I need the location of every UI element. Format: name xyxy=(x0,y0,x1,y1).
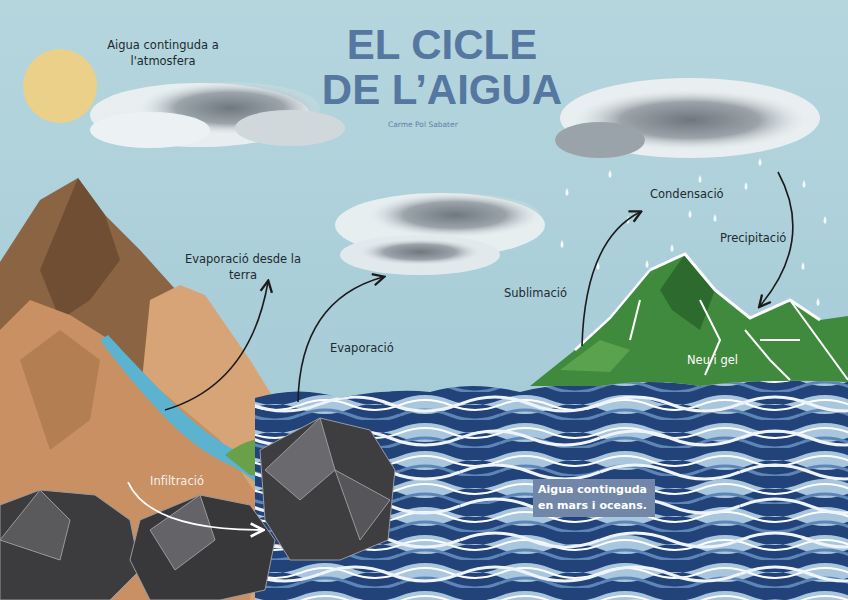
infiltration-arrow xyxy=(128,482,262,530)
brown-mountain xyxy=(0,178,300,600)
box-text: Aigua continguda en mars i oceans. xyxy=(538,482,650,514)
green-mountain xyxy=(530,254,848,386)
process-label: Evaporació xyxy=(330,341,394,357)
rocks xyxy=(0,418,395,600)
cycle-arrows xyxy=(165,172,793,410)
sea-label-box: Aigua continguda en mars i oceans. xyxy=(533,479,655,517)
region-label: Neu i gel xyxy=(687,353,738,369)
author-credit: Carme Pol Sabater xyxy=(388,120,458,130)
sea xyxy=(255,381,848,600)
atmosphere-label: Aigua continguda a l'atmosfera xyxy=(92,38,234,69)
process-label: Precipitació xyxy=(720,231,786,247)
process-label: Evaporació desde la terra xyxy=(180,252,306,283)
process-label: Sublimació xyxy=(504,286,567,302)
diagram-title: EL CICLE DE L’AIGUA xyxy=(316,22,568,113)
process-label: Infiltració xyxy=(150,474,204,490)
process-label: Condensació xyxy=(650,187,724,203)
sea-foam xyxy=(255,381,848,600)
sun xyxy=(23,49,97,123)
